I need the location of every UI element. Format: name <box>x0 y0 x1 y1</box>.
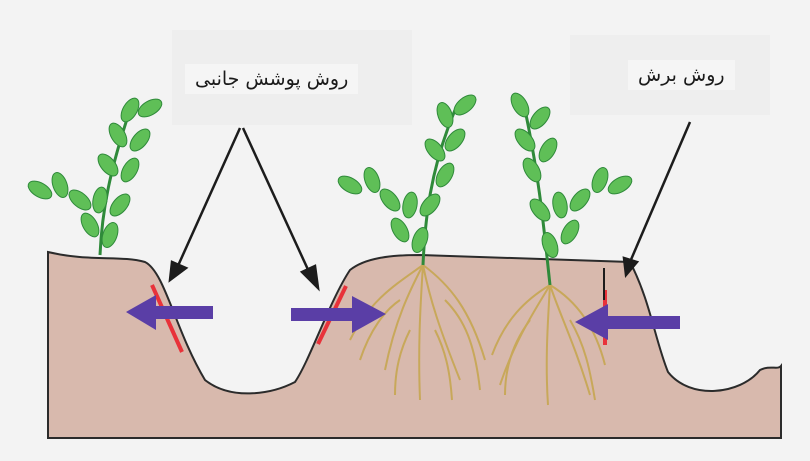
label-cutting-method: روش برش <box>628 60 735 90</box>
label-side-coverage-method: روش پوشش جانبی <box>185 64 358 94</box>
